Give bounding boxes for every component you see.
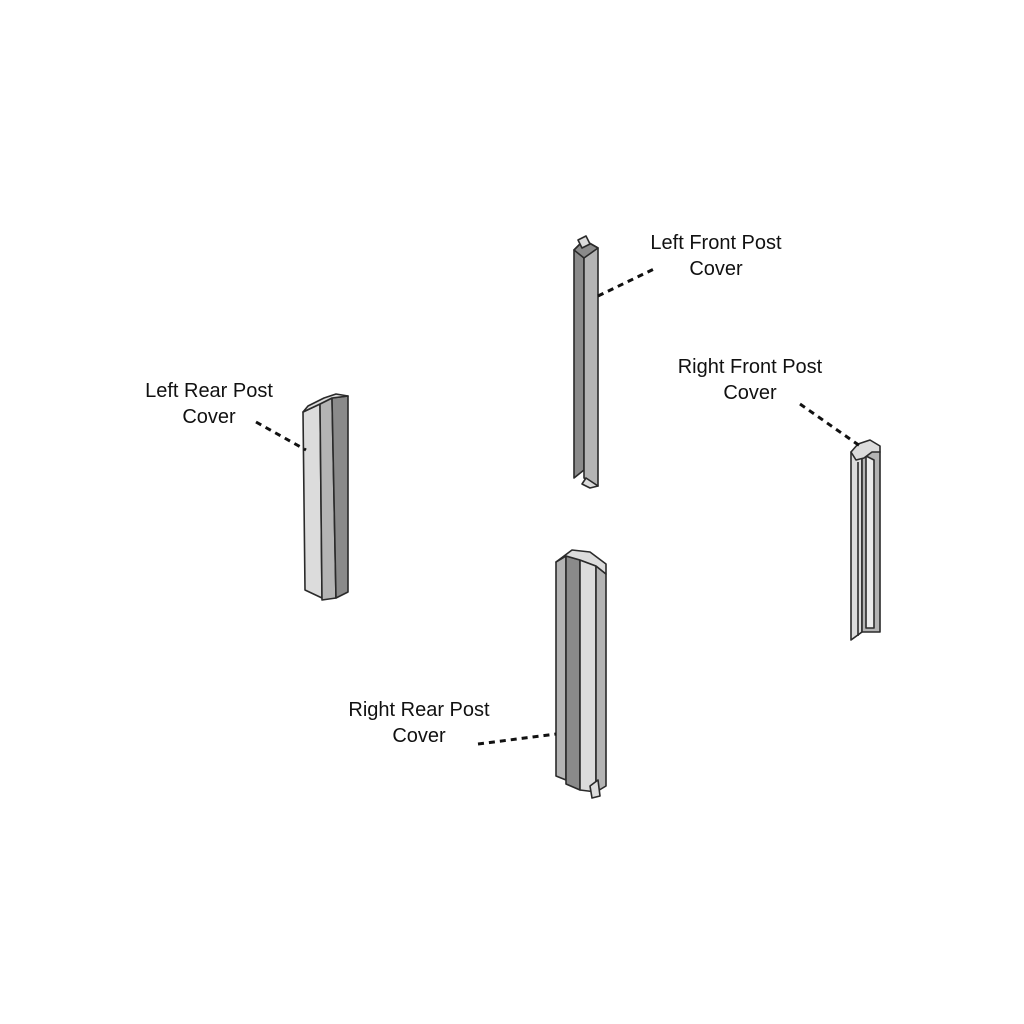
leader-right-front (799, 402, 861, 448)
label-line: Cover (392, 725, 446, 747)
label-line: Cover (689, 258, 743, 280)
label-line: Right Front Post (677, 356, 823, 378)
left-rear-post-cover (302, 393, 349, 601)
right-rear-post-cover (555, 549, 607, 799)
right-front-post-cover (850, 439, 881, 641)
label-left-front-post-cover: Left Front Post Cover (630, 230, 802, 282)
left-front-post-cover (573, 235, 599, 489)
label-right-rear-post-cover: Right Rear Post Cover (328, 697, 510, 749)
label-line: Left Rear Post (145, 380, 273, 402)
label-line: Cover (182, 406, 236, 428)
label-right-front-post-cover: Right Front Post Cover (660, 354, 840, 406)
label-line: Left Front Post (650, 232, 782, 254)
label-line: Right Rear Post (348, 699, 490, 721)
label-left-rear-post-cover: Left Rear Post Cover (124, 378, 294, 430)
leader-right-rear (477, 732, 557, 746)
leader-left-rear (255, 420, 307, 452)
label-line: Cover (723, 382, 777, 404)
